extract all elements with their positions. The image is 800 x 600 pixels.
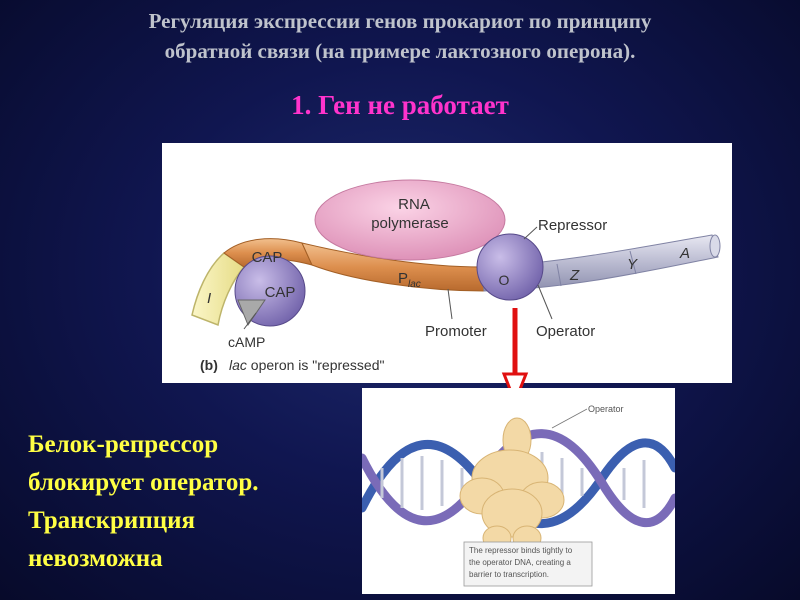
cap-circle-label: CAP: [265, 284, 296, 301]
explanation-line-4: невозможна: [28, 545, 163, 572]
rna-polymerase-label-2: polymerase: [371, 215, 449, 232]
lac-operon-diagram: RNA polymerase O Repressor CAP CAP I Pla…: [162, 143, 732, 383]
repressor-dna-diagram: Operator The repressor binds tightly to …: [362, 388, 675, 594]
repressor-label: Repressor: [538, 217, 607, 234]
operator-o-label: O: [499, 272, 510, 288]
slide-title: Регуляция экспрессии генов прокариот по …: [30, 6, 770, 66]
plac-label: Plac: [398, 270, 421, 290]
explanation-line-1: Белок-репрессор: [28, 431, 219, 458]
explanation-text: Белок-репрессор блокирует оператор. Тран…: [28, 426, 348, 578]
caption-text: lac operon is "repressed": [229, 357, 385, 373]
lac-operon-svg: RNA polymerase O Repressor CAP CAP I Pla…: [191, 179, 721, 373]
rna-polymerase-shape: [314, 179, 506, 261]
repressor-dna-svg: Operator The repressor binds tightly to …: [362, 404, 675, 587]
repressor-blob: [459, 417, 565, 551]
note-line-3: barrier to transcription.: [469, 570, 549, 579]
camp-label: cAMP: [228, 334, 265, 350]
repressor-shape: [476, 233, 544, 301]
camp-wedge: [237, 299, 266, 327]
gene-a-label: A: [679, 245, 690, 262]
gene-boundary-ya: [629, 250, 637, 275]
rna-polymerase-label-1: RNA: [398, 196, 430, 213]
note-line-2: the operator DNA, creating a: [469, 558, 571, 567]
title-line-1: Регуляция экспрессии генов прокариот по …: [148, 9, 652, 33]
dna-end: [709, 234, 721, 258]
cap-upper-label: CAP: [252, 249, 283, 266]
operator-callout-label: Operator: [588, 404, 624, 414]
promoter-leader: [447, 288, 453, 320]
note-box: [463, 541, 593, 587]
repressor-leader: [523, 226, 538, 240]
explanation-line-2: блокирует оператор.: [28, 469, 259, 496]
gene-boundary-zy: [556, 263, 562, 287]
operator-leader: [537, 284, 553, 320]
slide-subtitle: 1. Ген не работает: [291, 90, 509, 120]
gene-y-label: Y: [627, 256, 638, 273]
explanation-line-3: Транскрипция: [28, 507, 196, 534]
i-gene-label: I: [207, 290, 211, 307]
operator-callout-leader: [551, 408, 588, 429]
caption-b: (b): [200, 357, 218, 373]
title-line-2: обратной связи (на примере лактозного оп…: [164, 39, 636, 63]
operator-label: Operator: [536, 323, 595, 340]
note-line-1: The repressor binds tightly to: [469, 546, 573, 555]
promoter-label: Promoter: [425, 323, 487, 340]
camp-leader: [243, 312, 257, 330]
gene-z-label: Z: [569, 267, 580, 284]
